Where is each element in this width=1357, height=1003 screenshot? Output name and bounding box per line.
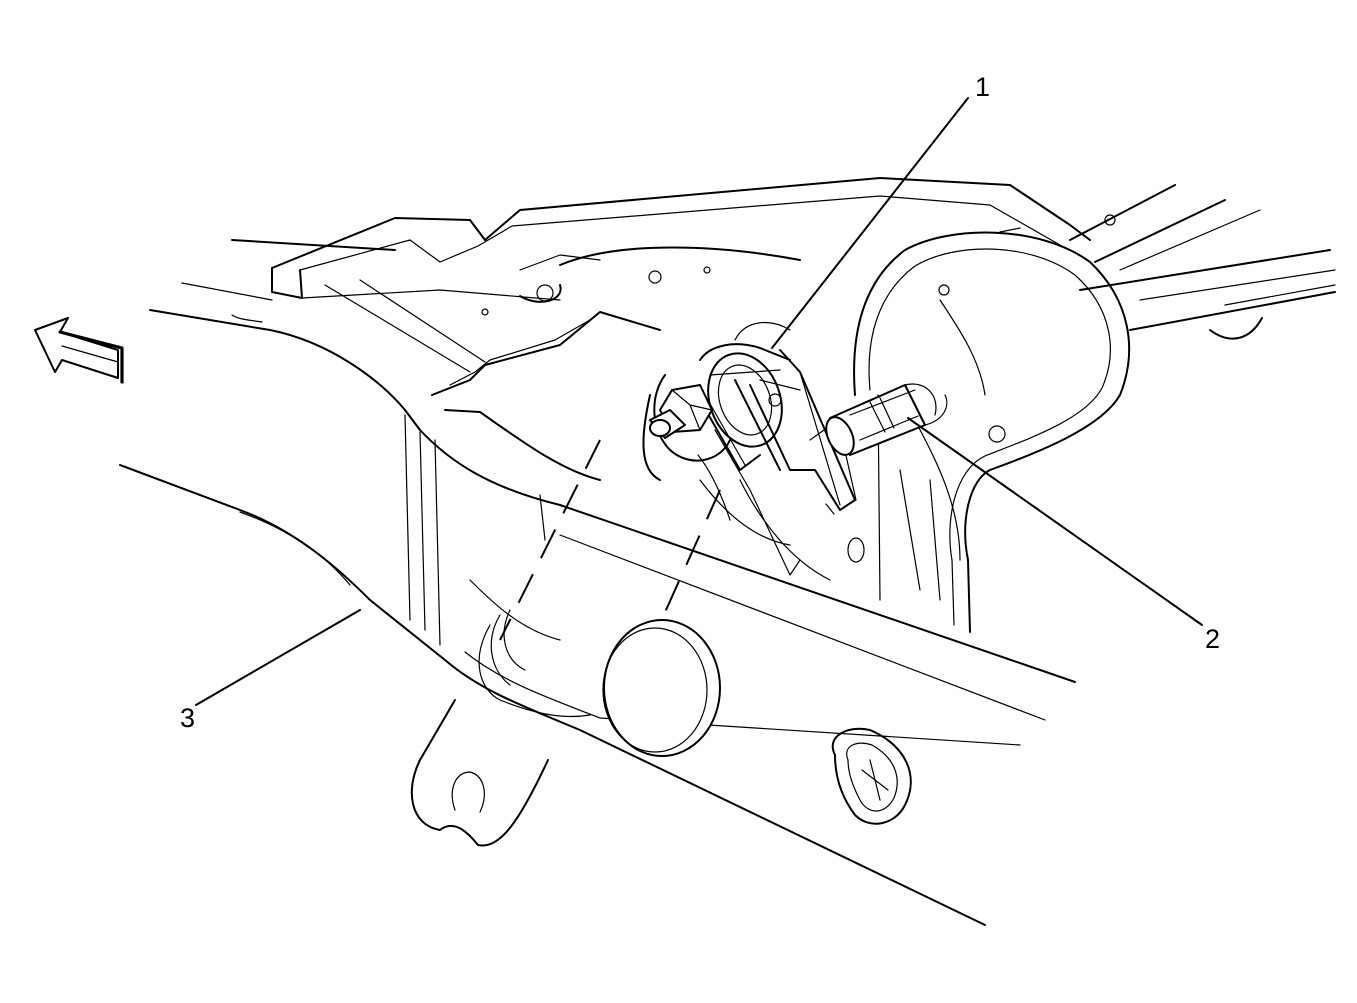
- cross-member: [231, 177, 1116, 396]
- far-frame-rail: [1069, 184, 1336, 340]
- callout-2: 2: [1205, 624, 1220, 654]
- oval-slot: [831, 727, 912, 825]
- leader-lines: [195, 97, 1203, 706]
- electrical-connector: [825, 383, 948, 456]
- lower-tube: [410, 609, 591, 847]
- level-sensor: [649, 322, 791, 462]
- hidden-lines: [499, 439, 721, 691]
- callout-3: 3: [180, 703, 195, 733]
- callout-1: 1: [975, 72, 990, 102]
- near-frame-rail: [119, 282, 1076, 926]
- front-direction-arrow-icon: [34, 317, 124, 384]
- leader-line-3: [195, 609, 361, 706]
- access-hole: [602, 619, 721, 757]
- sensor-link: [642, 379, 831, 581]
- leader-line-2: [907, 417, 1203, 626]
- leader-line-1: [771, 97, 969, 349]
